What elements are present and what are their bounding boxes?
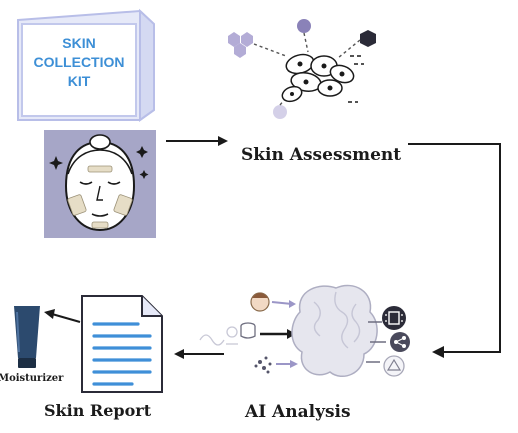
database-icon bbox=[240, 322, 256, 339]
hexagon-cluster-icon bbox=[228, 32, 253, 58]
circuit-chip-icon bbox=[382, 306, 406, 330]
signal-waves bbox=[199, 326, 238, 346]
network-share-icon bbox=[390, 332, 410, 352]
document-icon bbox=[81, 295, 163, 393]
kit-label-line: SKIN bbox=[62, 35, 96, 51]
scatter-dots bbox=[254, 356, 272, 374]
kit-label-line: KIT bbox=[67, 73, 91, 89]
collection-kit-box bbox=[17, 8, 155, 122]
arrow-assessment-to-analysis bbox=[408, 143, 501, 358]
product-label: Moisturizer bbox=[0, 373, 64, 384]
person-avatar-icon bbox=[250, 292, 270, 312]
arrow-report-to-product bbox=[44, 309, 81, 323]
brain-icon bbox=[199, 284, 410, 377]
moisturizer-tube-icon bbox=[14, 306, 40, 368]
assessment-label: Skin Assessment bbox=[241, 145, 402, 165]
face-icon bbox=[44, 130, 156, 238]
kit-label-line: COLLECTION bbox=[33, 54, 125, 70]
report-label: Skin Report bbox=[44, 401, 152, 420]
analysis-label: AI Analysis bbox=[245, 402, 351, 422]
arrow-analysis-to-report bbox=[174, 349, 224, 359]
kit-label: SKIN COLLECTION KIT bbox=[22, 34, 136, 91]
cell-sketch-icon bbox=[228, 19, 376, 119]
arrow-kit-to-assessment bbox=[166, 136, 228, 146]
warning-search-icon bbox=[383, 355, 405, 377]
